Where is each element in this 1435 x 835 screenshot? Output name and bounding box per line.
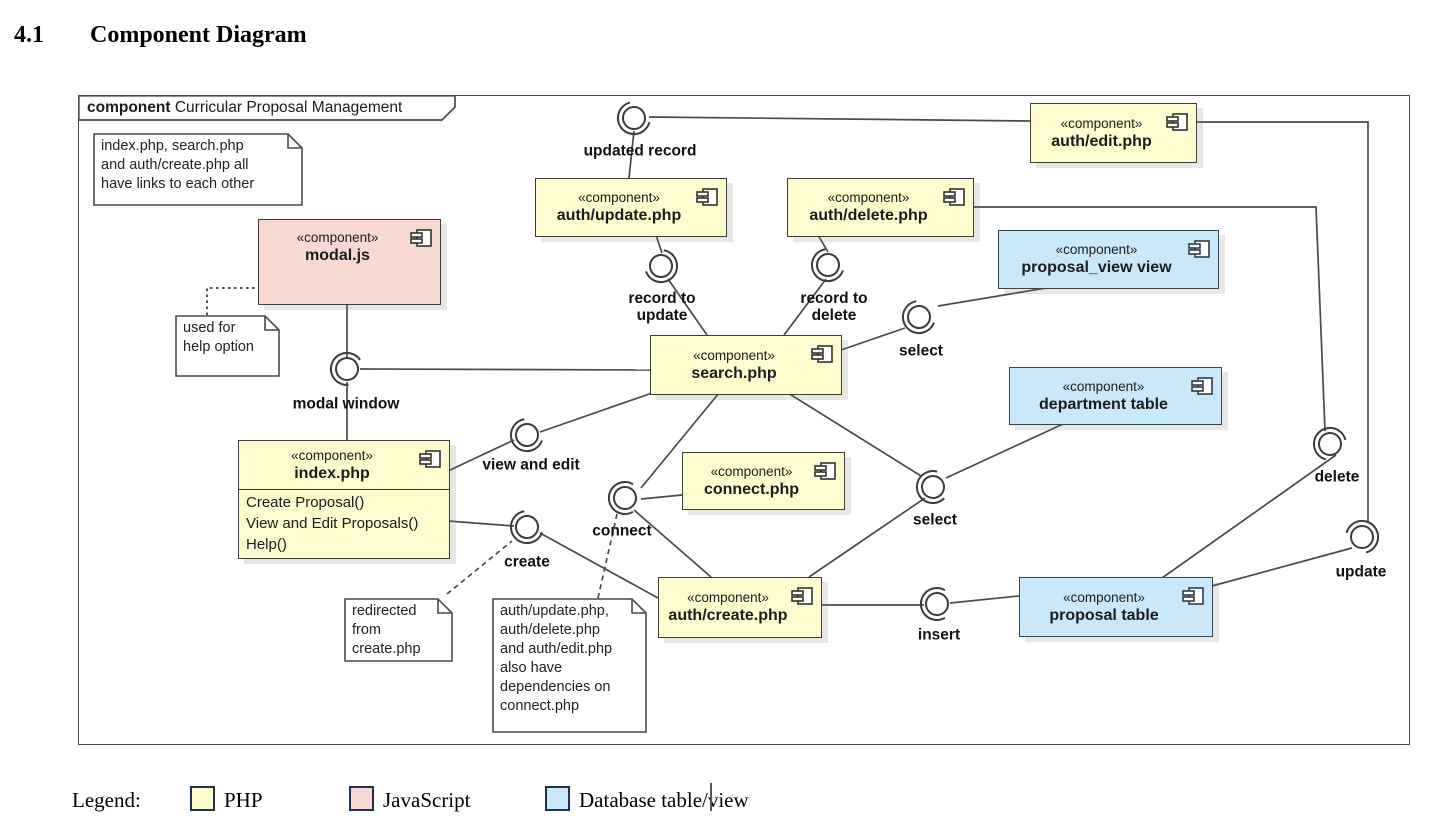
note-dependencies: auth/update.php, auth/delete.php and aut… xyxy=(492,598,647,733)
interface-label-select-department: select xyxy=(913,511,957,529)
interface-label-select-view: select xyxy=(899,342,943,360)
section-number: 4.1 xyxy=(14,22,44,48)
component-name: auth/create.php xyxy=(668,607,788,624)
interface-label-delete: delete xyxy=(1314,468,1360,486)
component-search: «component» search.php xyxy=(650,335,842,395)
component-icon xyxy=(814,462,836,480)
component-auth-edit: «component» auth/edit.php xyxy=(1030,103,1197,163)
component-icon xyxy=(1188,240,1210,258)
component-auth-create: «component» auth/create.php xyxy=(658,577,822,638)
component-proposal-table: «component» proposal table xyxy=(1019,577,1213,637)
note-shape xyxy=(492,598,647,733)
stereotype-label: «component» xyxy=(291,447,373,463)
component-name: index.php xyxy=(294,464,370,482)
component-modal-js: «component» modal.js xyxy=(258,219,441,305)
interface-label-view-and-edit: view and edit xyxy=(482,456,580,474)
component-department-table: «component» department table xyxy=(1009,367,1222,425)
legend-swatch-php xyxy=(190,786,215,811)
note-redirect: redirected from create.php xyxy=(344,598,453,662)
diagram-frame xyxy=(78,95,1410,745)
interface-label-update: update xyxy=(1335,563,1387,581)
component-name: search.php xyxy=(691,364,777,382)
interface-label-connect: connect xyxy=(592,522,652,540)
note-text: redirected from create.php xyxy=(352,603,421,657)
component-icon xyxy=(419,450,441,468)
note-text: used for help option xyxy=(183,320,254,355)
note-help: used for help option xyxy=(175,315,280,377)
note-text: index.php, search.php and auth/create.ph… xyxy=(101,138,255,192)
stereotype-label: «component» xyxy=(578,190,660,205)
component-name: proposal table xyxy=(1049,606,1159,624)
component-icon xyxy=(410,229,432,247)
component-icon xyxy=(943,188,965,206)
component-icon xyxy=(1182,587,1204,605)
component-connect: «component» connect.php xyxy=(682,452,845,510)
stereotype-label: «component» xyxy=(827,190,910,205)
frame-title-text: Curricular Proposal Management xyxy=(170,99,403,116)
legend-item-php: PHP xyxy=(224,788,263,812)
interface-label-modal-window: modal window xyxy=(292,395,400,413)
component-icon xyxy=(1191,377,1213,395)
legend-item-javascript: JavaScript xyxy=(383,788,471,812)
stereotype-label: «component» xyxy=(1062,378,1145,394)
interface-label-record-to-update: record to update xyxy=(628,290,696,324)
stereotype-label: «component» xyxy=(1063,589,1145,605)
stereotype-label: «component» xyxy=(1060,115,1143,131)
note-shape xyxy=(93,133,303,206)
text-cursor xyxy=(710,783,712,811)
component-auth-update: «component» auth/update.php xyxy=(535,178,727,237)
component-name: auth/edit.php xyxy=(1051,132,1152,150)
legend-swatch-javascript xyxy=(349,786,374,811)
interface-label-insert: insert xyxy=(917,626,961,644)
component-index: «component» index.php Create Proposal() … xyxy=(238,440,450,559)
component-name: auth/delete.php xyxy=(809,207,928,224)
stereotype-label: «component» xyxy=(687,590,769,605)
note-shape xyxy=(175,315,280,377)
operation: Help() xyxy=(246,536,287,553)
stereotype-label: «component» xyxy=(1055,242,1138,257)
component-name: modal.js xyxy=(305,247,370,264)
operation: Create Proposal() xyxy=(246,494,365,511)
component-header: «component» index.php xyxy=(239,441,449,489)
note-shape xyxy=(344,598,453,662)
frame-tab-shape xyxy=(78,95,456,121)
component-icon xyxy=(791,587,813,605)
stereotype-label: «component» xyxy=(296,230,379,245)
interface-label-create: create xyxy=(504,553,550,571)
component-name: proposal_view view xyxy=(1021,259,1172,276)
section-heading: 4.1 Component Diagram xyxy=(14,22,307,49)
legend-item-database: Database table/view xyxy=(579,788,749,812)
component-icon xyxy=(1166,113,1188,131)
component-name: auth/update.php xyxy=(556,207,682,224)
interface-label-updated-record: updated record xyxy=(583,142,697,160)
stereotype-label: «component» xyxy=(693,347,775,363)
operation: View and Edit Proposals() xyxy=(246,515,419,532)
component-icon xyxy=(696,188,718,206)
component-name: department table xyxy=(1039,395,1168,413)
component-auth-delete: «component» auth/delete.php xyxy=(787,178,974,237)
frame-title: component Curricular Proposal Management xyxy=(87,99,402,117)
interface-label-record-to-delete: record to delete xyxy=(800,290,868,324)
component-icon xyxy=(811,345,833,363)
note-links: index.php, search.php and auth/create.ph… xyxy=(93,133,303,206)
legend-swatch-database xyxy=(545,786,570,811)
component-name: connect.php xyxy=(703,480,800,498)
component-operations: Create Proposal() View and Edit Proposal… xyxy=(239,489,449,558)
stereotype-label: «component» xyxy=(710,463,793,479)
frame-keyword: component xyxy=(87,99,171,116)
section-title: Component Diagram xyxy=(90,22,307,48)
component-proposal-view: «component» proposal_view view xyxy=(998,230,1219,289)
note-text: auth/update.php, auth/delete.php and aut… xyxy=(500,603,613,714)
legend-label: Legend: xyxy=(72,788,141,812)
